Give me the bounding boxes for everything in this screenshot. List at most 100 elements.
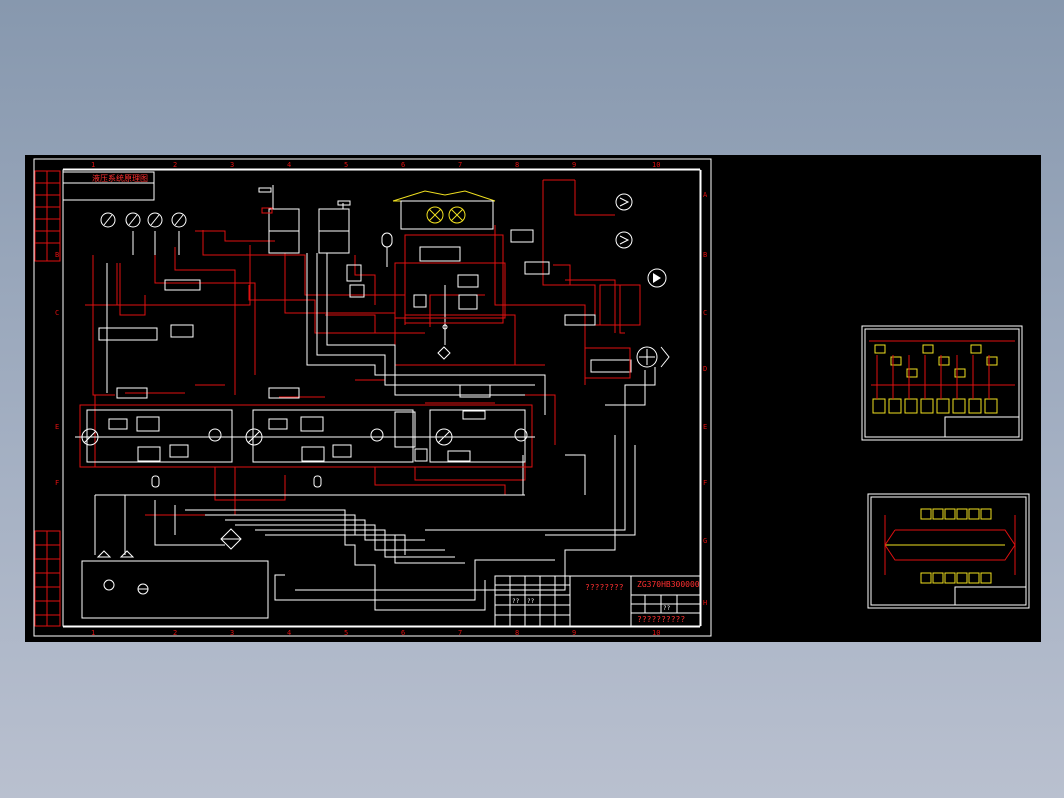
drawing-name: ???????? [585,583,624,592]
directional-valve-icon [447,450,471,462]
pressure-gauge-icon [125,212,141,228]
tank-icon [81,528,269,619]
col-label: 5 [344,629,348,637]
thumbnail-block [980,508,992,520]
col-label: 8 [515,629,519,637]
directional-valve-icon [136,416,160,432]
directional-valve-icon [564,314,596,326]
directional-valve-icon [98,327,158,341]
col-label: 6 [401,161,405,169]
thumbnail-block [954,368,966,378]
return-line [235,524,445,551]
thumbnail-block [872,398,886,414]
return-line [605,370,646,406]
return-line [326,253,525,396]
thumbnail-block [968,508,980,520]
valve-manifold [75,404,535,468]
col-label: 1 [91,161,95,169]
directional-valve-icon [413,294,427,308]
thumbnail-block [968,398,982,414]
directional-valve-icon [394,411,416,448]
drawing-note: ?????????? [637,615,685,624]
directional-valve-icon [458,294,478,310]
thumbnail-block [956,572,968,584]
row-label: E [703,423,707,431]
sheet-thumbnail-1[interactable] [861,325,1023,441]
row-label: B [55,251,59,259]
hydraulic-line [85,245,251,306]
grid-column-labels: 1 2 3 4 5 6 7 8 9 10 1 2 3 4 5 6 7 8 9 1… [91,161,660,637]
hydraulic-line [195,230,275,242]
drawing-frame [33,158,712,637]
directional-valve-icon [346,264,362,282]
row-label: H [703,599,707,607]
title-tag-text: 液压系统原理图 [92,173,148,183]
return-line [154,500,225,546]
title-cell: ?? [527,598,535,605]
row-label: D [703,365,707,373]
directional-valve-icon [116,387,148,399]
col-label: 2 [173,161,177,169]
thumbnail-block [984,398,998,414]
thumbnail-block [936,398,950,414]
drawing-number: ZG370HB300000 [637,580,700,589]
hydraulic-line [214,467,286,501]
thumbnail-block [938,356,950,366]
col-label: 10 [652,629,660,637]
hydraulic-line [174,247,236,395]
directional-valve-icon [170,324,194,338]
hydraulic-line [619,285,625,334]
thumbnail-block [920,398,934,414]
hydraulic-red-lines [85,179,625,516]
cad-viewport[interactable]: 1 2 3 4 5 6 7 8 9 10 1 2 3 4 5 6 7 8 9 1… [25,155,1041,642]
row-label: E [55,423,59,431]
thumbnail-block [986,356,998,366]
thumbnail-block [890,356,902,366]
col-label: 10 [652,161,660,169]
col-label: 9 [572,161,576,169]
col-label: 8 [515,161,519,169]
col-label: 3 [230,629,234,637]
thumbnail-block [968,572,980,584]
outer-border [33,158,712,637]
hydraulic-line [154,247,256,375]
directional-valve-icon [164,279,201,291]
directional-valve-icon [268,418,288,430]
hydraulic-motor-icon [615,193,633,249]
thumbnail-block [920,572,932,584]
directional-valve-icon [108,418,128,430]
hydraulic-line [325,314,376,333]
row-label: B [703,251,707,259]
return-line [425,367,656,531]
directional-valve-icon [584,347,631,379]
pressure-gauges [100,212,187,228]
title-block: ???????? ZG370HB300000 ?????????? ?? ?? … [494,575,701,627]
directional-valve-icon [332,444,352,458]
directional-valve-icon [457,274,479,288]
thumbnail-block [932,508,944,520]
hydraulic-line [565,279,616,333]
directional-valve-icon [599,284,641,326]
thumbnail-block [956,508,968,520]
directional-valve-icon [404,234,504,324]
thumbnail-block [952,398,966,414]
thumbnail-block [874,344,886,354]
directional-valve-icon [414,448,428,462]
row-label: C [55,309,59,317]
directional-valve-icon [419,246,461,262]
return-line [295,435,616,591]
thumbnail-block [970,344,982,354]
title-cell: ?? [663,605,671,612]
thumbnail-block [906,368,918,378]
thumbnail-block [944,572,956,584]
revision-strip [34,170,61,627]
thumbnail-block [922,344,934,354]
return-line [274,559,555,601]
col-label: 3 [230,161,234,169]
directional-valve-icon [459,384,491,398]
thumbnail-block [904,398,918,414]
hydraulic-line [574,180,615,216]
directional-valve-icon [510,229,534,243]
sheet-thumbnail-2[interactable] [867,493,1030,609]
row-label: F [703,479,707,487]
